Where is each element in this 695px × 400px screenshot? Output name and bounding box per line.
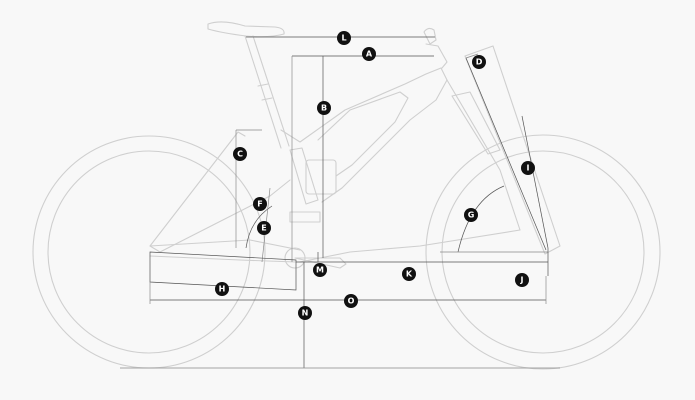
badge-N: N <box>298 306 312 320</box>
dimension-lines <box>120 36 560 369</box>
top-tube <box>280 67 448 203</box>
stem <box>425 43 448 69</box>
dim-box-H <box>149 251 297 291</box>
badge-M: M <box>313 263 327 277</box>
badge-D: D <box>472 55 486 69</box>
badge-O: O <box>344 294 358 308</box>
shock-body <box>289 147 319 205</box>
badge-text-L: L <box>341 34 346 43</box>
badge-text-D: D <box>476 58 483 67</box>
badge-text-E: E <box>261 224 266 233</box>
badge-text-O: O <box>348 297 355 306</box>
badge-text-M: M <box>316 266 324 275</box>
dim-arc-G <box>457 185 505 253</box>
down-tube <box>299 79 521 263</box>
dim-line-I <box>521 115 549 249</box>
badge-C: C <box>233 147 247 161</box>
shock-reservoir <box>305 159 337 195</box>
rear-wheel-inner <box>47 150 251 354</box>
badge-text-A: A <box>366 50 373 59</box>
seat-post <box>244 35 290 149</box>
badge-text-J: J <box>520 276 524 285</box>
badge-A: A <box>362 47 376 61</box>
bike-outline <box>32 21 661 370</box>
linkage <box>289 211 321 223</box>
badge-text-I: I <box>527 164 530 173</box>
badge-L: L <box>337 31 351 45</box>
badge-F: F <box>253 197 267 211</box>
saddle <box>207 21 285 38</box>
chain-stay <box>149 239 301 263</box>
badge-G: G <box>464 208 478 222</box>
badge-text-K: K <box>406 270 413 279</box>
badge-text-N: N <box>302 309 309 318</box>
dim-arc-E <box>245 205 273 249</box>
badge-text-C: C <box>237 150 243 159</box>
seat-stay <box>149 131 291 253</box>
badge-text-H: H <box>219 285 226 294</box>
dim-line-D <box>465 57 547 251</box>
dim-tick-D <box>465 53 479 59</box>
badge-K: K <box>402 267 416 281</box>
front-wheel-outer <box>425 134 661 370</box>
badge-I: I <box>521 161 535 175</box>
fork-crown <box>451 91 501 155</box>
badge-E: E <box>257 221 271 235</box>
badge-H: H <box>215 282 229 296</box>
badge-B: B <box>317 101 331 115</box>
badge-text-F: F <box>257 200 262 209</box>
seat-post-clamp <box>257 83 273 101</box>
fork-leg <box>464 45 561 255</box>
frame-cutout <box>317 91 409 177</box>
badge-text-G: G <box>468 211 475 220</box>
handlebar <box>423 27 437 45</box>
badge-text-B: B <box>321 104 327 113</box>
crank-arm <box>294 257 347 269</box>
badge-J: J <box>515 273 529 287</box>
rear-wheel-outer <box>32 135 266 369</box>
